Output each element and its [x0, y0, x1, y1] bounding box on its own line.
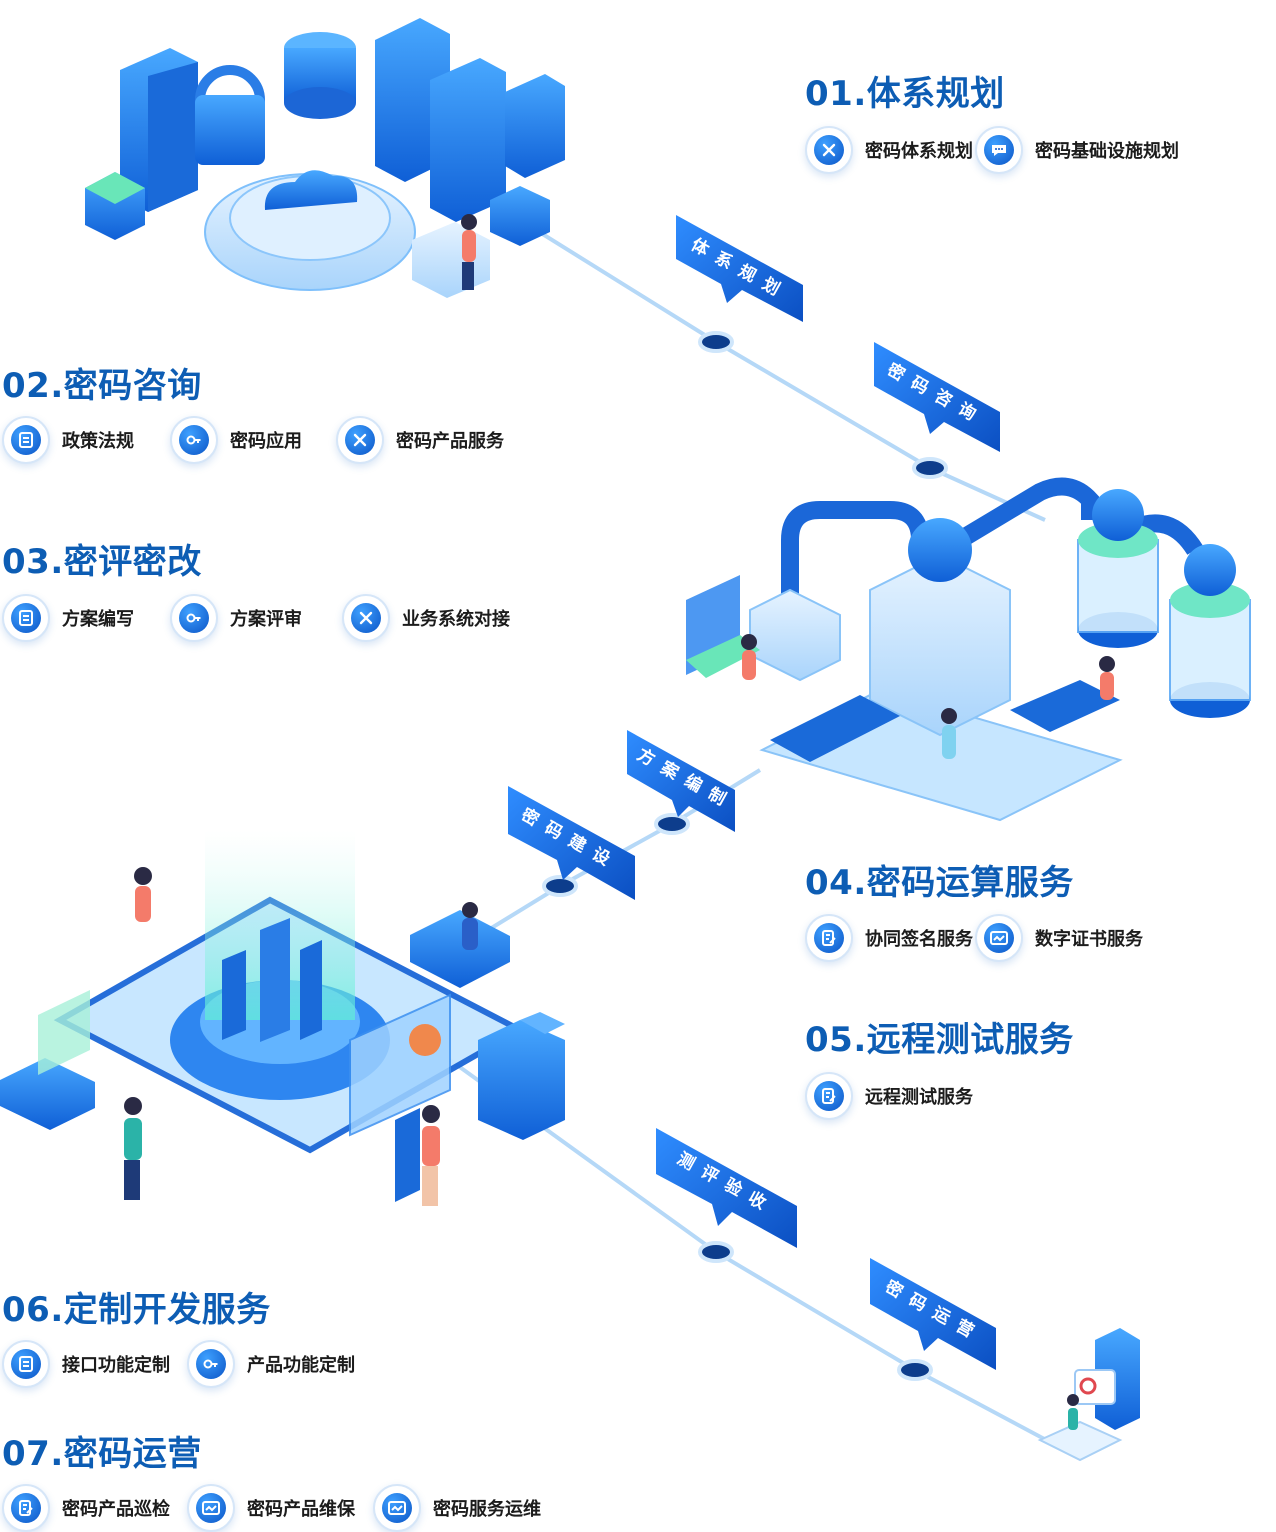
service-item[interactable]: 产品功能定制	[187, 1340, 355, 1388]
key-icon	[170, 594, 218, 642]
service-item[interactable]: 密码产品维保	[187, 1484, 355, 1532]
service-item[interactable]: 密码应用	[170, 416, 302, 464]
datacenter-scene	[85, 18, 565, 298]
section-title: 05.远程测试服务	[805, 1020, 1074, 1060]
service-item-label: 业务系统对接	[402, 609, 510, 630]
section-title: 02.密码咨询	[2, 366, 202, 406]
service-item-label: 产品功能定制	[247, 1355, 355, 1376]
service-item[interactable]: 接口功能定制	[2, 1340, 170, 1388]
stage-tag: 体系规划	[676, 215, 803, 322]
service-item-label: 密码基础设施规划	[1035, 141, 1179, 162]
service-item[interactable]: 密码基础设施规划	[975, 126, 1179, 174]
service-item-label: 密码产品服务	[396, 431, 504, 452]
service-item-label: 密码服务运维	[433, 1499, 541, 1520]
document-icon	[2, 1340, 50, 1388]
tools-icon	[342, 594, 390, 642]
service-item[interactable]: 政策法规	[2, 416, 134, 464]
certificate-icon	[373, 1484, 421, 1532]
service-item-label: 数字证书服务	[1035, 929, 1143, 950]
service-item[interactable]: 远程测试服务	[805, 1072, 973, 1120]
service-item-label: 方案评审	[230, 609, 302, 630]
service-item[interactable]: 密码体系规划	[805, 126, 973, 174]
service-item[interactable]: 业务系统对接	[342, 594, 510, 642]
section-title: 06.定制开发服务	[2, 1290, 271, 1330]
sign-icon	[2, 1484, 50, 1532]
service-item-label: 密码产品巡检	[62, 1499, 170, 1520]
stage-tag: 密码咨询	[874, 342, 1000, 452]
section-title: 04.密码运算服务	[805, 863, 1074, 903]
section-title: 07.密码运营	[2, 1434, 202, 1474]
factory-scene	[686, 477, 1251, 822]
service-item-label: 密码产品维保	[247, 1499, 355, 1520]
service-item[interactable]: 协同签名服务	[805, 914, 973, 962]
service-item[interactable]: 数字证书服务	[975, 914, 1143, 962]
service-item-label: 政策法规	[62, 431, 134, 452]
service-item[interactable]: 密码服务运维	[373, 1484, 541, 1532]
key-icon	[170, 416, 218, 464]
service-item[interactable]: 密码产品服务	[336, 416, 504, 464]
section-title: 03.密评密改	[2, 542, 202, 582]
service-item-label: 协同签名服务	[865, 929, 973, 950]
service-item[interactable]: 方案评审	[170, 594, 302, 642]
document-icon	[2, 416, 50, 464]
service-item-label: 接口功能定制	[62, 1355, 170, 1376]
key-icon	[187, 1340, 235, 1388]
service-item-label: 远程测试服务	[865, 1087, 973, 1108]
tools-icon	[336, 416, 384, 464]
sign-icon	[805, 914, 853, 962]
stage-tag: 测评验收	[656, 1128, 797, 1248]
document-icon	[2, 594, 50, 642]
certificate-icon	[187, 1484, 235, 1532]
service-item-label: 密码体系规划	[865, 141, 973, 162]
sign-icon	[805, 1072, 853, 1120]
service-item-label: 密码应用	[230, 431, 302, 452]
section-title: 01.体系规划	[805, 74, 1005, 114]
operations-scene	[1037, 1328, 1140, 1462]
service-item[interactable]: 密码产品巡检	[2, 1484, 170, 1532]
path-node	[542, 331, 948, 1381]
tools-icon	[805, 126, 853, 174]
service-item[interactable]: 方案编写	[2, 594, 134, 642]
certificate-icon	[975, 914, 1023, 962]
chat-icon	[975, 126, 1023, 174]
service-item-label: 方案编写	[62, 609, 134, 630]
platform-scene	[0, 830, 565, 1206]
